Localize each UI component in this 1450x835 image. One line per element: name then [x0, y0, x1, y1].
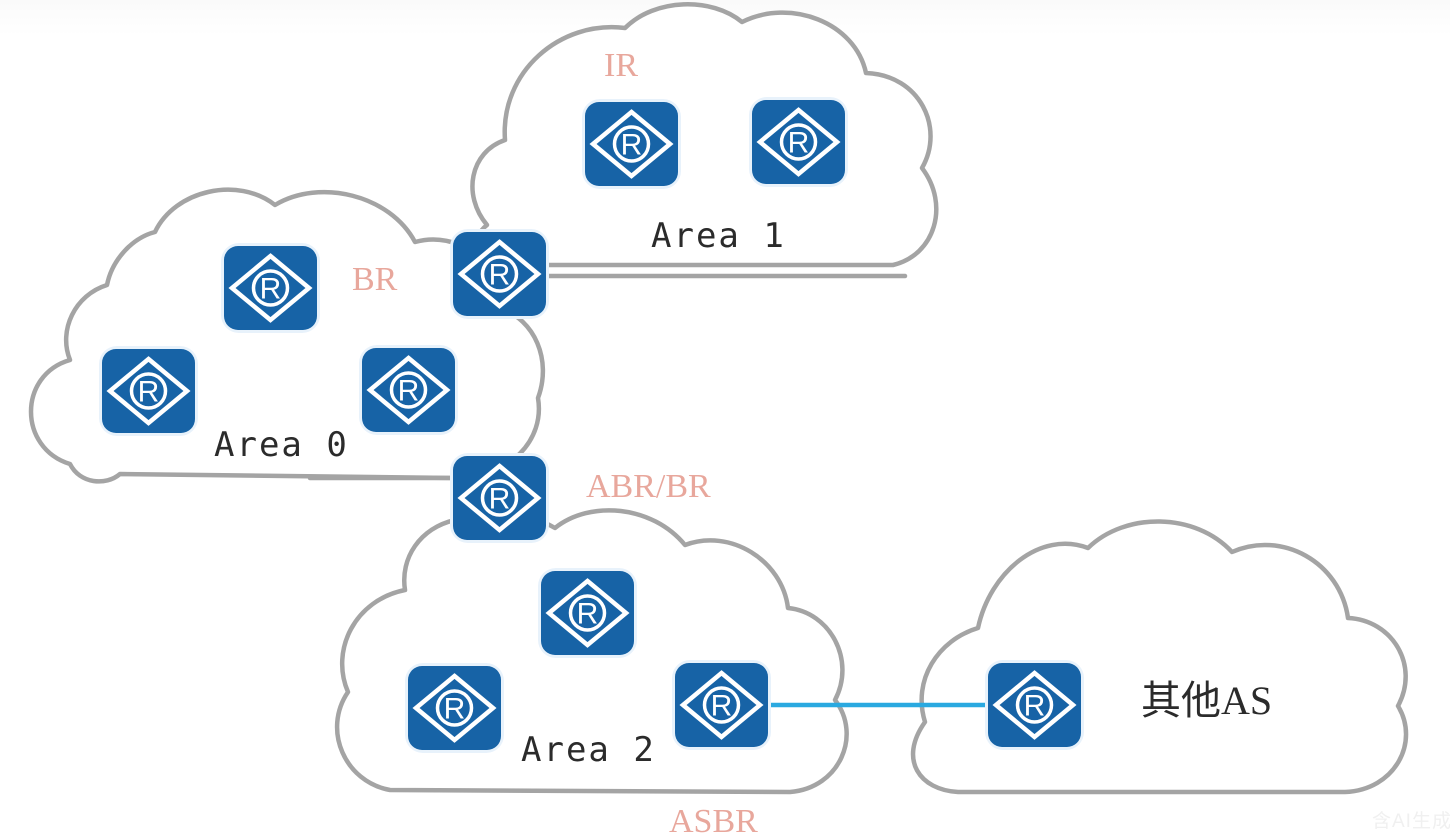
role-label-ir: IR — [604, 47, 638, 84]
router-letter: R — [788, 127, 810, 160]
router-letter: R — [577, 598, 599, 631]
role-label-asbr: ASBR — [669, 803, 758, 835]
router-letter: R — [444, 693, 466, 726]
router-letter: R — [621, 129, 643, 162]
router-area2-r2[interactable]: R — [405, 663, 504, 753]
router-other-as[interactable]: R — [985, 660, 1084, 750]
router-area2-r1[interactable]: R — [538, 568, 637, 658]
cloud-other-as — [910, 519, 1409, 795]
router-area0-r2[interactable]: R — [99, 346, 198, 436]
role-label-abr-br: ABR/BR — [586, 468, 711, 505]
area-label-area-2: Area 2 — [521, 730, 656, 770]
router-br[interactable]: R — [450, 229, 549, 319]
router-letter: R — [260, 273, 282, 306]
router-letter: R — [711, 690, 733, 723]
router-letter: R — [138, 376, 160, 409]
router-letter: R — [489, 259, 511, 292]
router-area0-r1[interactable]: R — [221, 243, 320, 333]
role-label-br: BR — [352, 261, 398, 298]
router-letter: R — [1024, 690, 1046, 723]
cloud-area-1 — [470, 2, 939, 268]
router-abr-br[interactable]: R — [450, 453, 549, 543]
router-area1-r2[interactable]: R — [749, 97, 848, 187]
router-area0-r3[interactable]: R — [359, 345, 458, 435]
watermark: 含AI生成 — [1372, 811, 1450, 832]
area-label-other-as: 其他AS — [1141, 678, 1273, 723]
router-asbr[interactable]: R — [672, 660, 771, 750]
router-letter: R — [398, 375, 420, 408]
router-area1-r1[interactable]: R — [582, 99, 681, 189]
area-label-area-0: Area 0 — [214, 425, 349, 465]
area-label-area-1: Area 1 — [651, 216, 786, 256]
router-letter: R — [489, 483, 511, 516]
